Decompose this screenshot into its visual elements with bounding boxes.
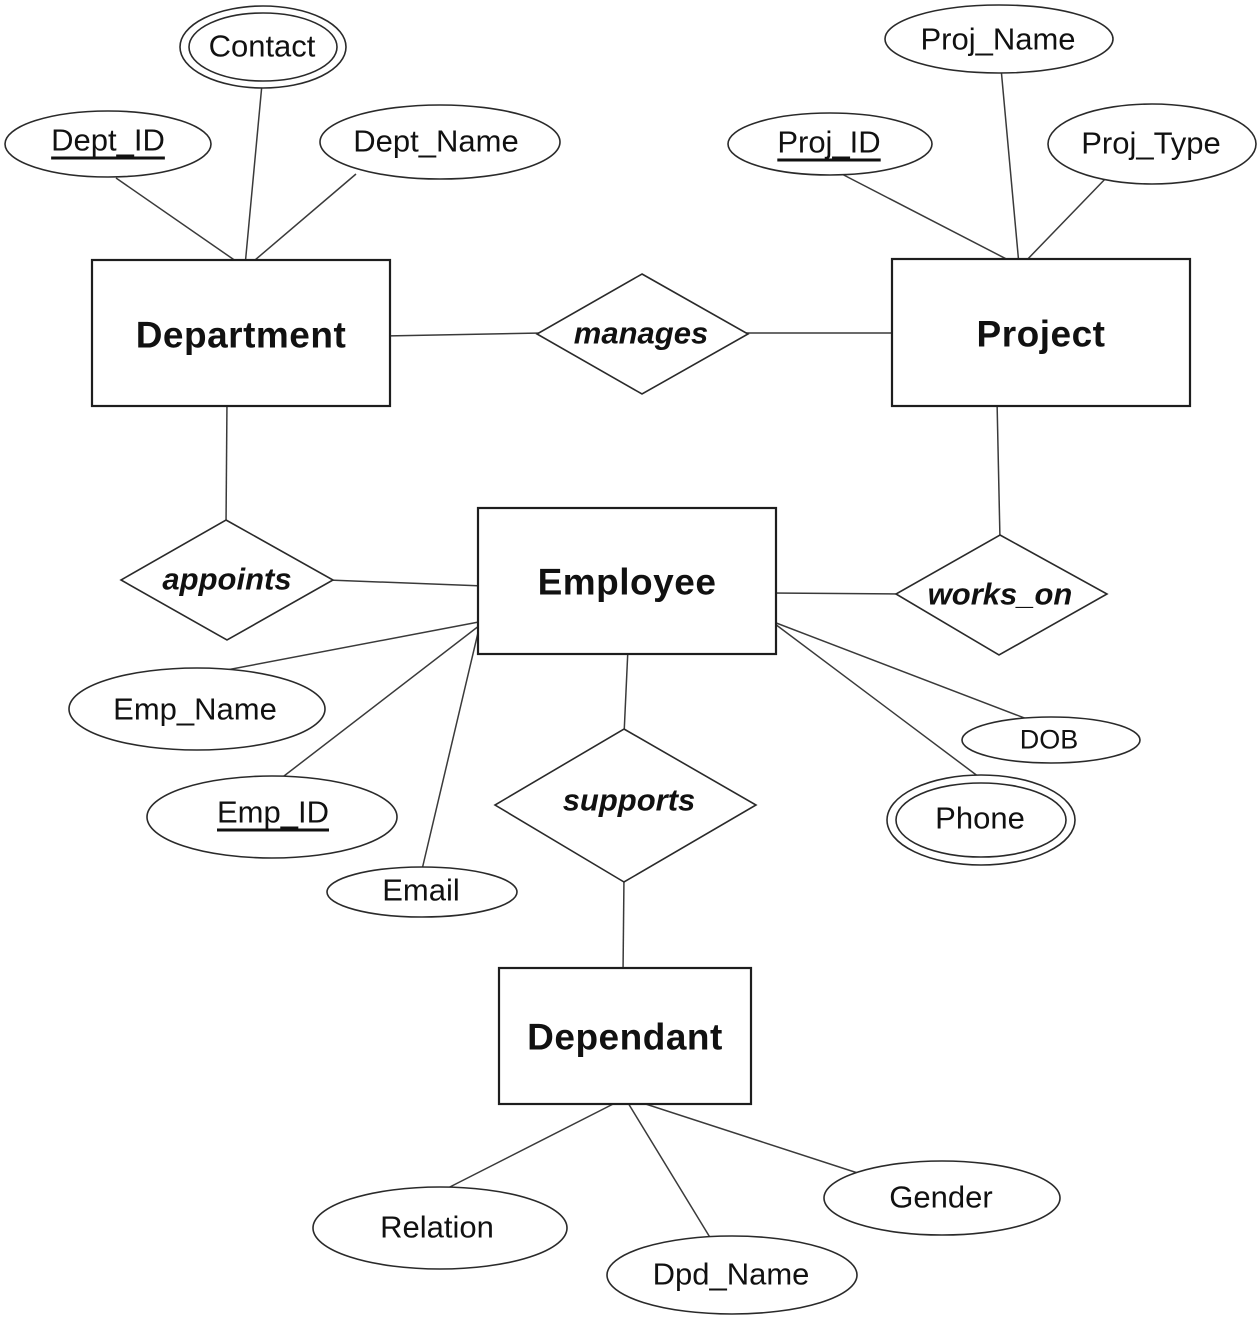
projid-ellipse	[727, 112, 933, 176]
dob-label: DOB	[1019, 724, 1079, 755]
line-projtype-project	[1021, 175, 1109, 266]
dpdname-ellipse	[606, 1235, 858, 1315]
line-employee-workson	[769, 592, 901, 595]
department-label: Department	[135, 314, 347, 356]
dpd-name-label: Dpd_Name	[652, 1256, 810, 1292]
line-contact-department	[244, 83, 263, 267]
line-project-workson	[996, 399, 1001, 541]
department-box	[90, 258, 392, 408]
email-ellipse	[326, 866, 518, 918]
dob-ellipse	[961, 716, 1141, 764]
line-employee-phone	[770, 620, 984, 781]
entity-shapes	[90, 257, 1192, 1106]
line-department-manages	[383, 332, 543, 337]
appoints-label: appoints	[162, 561, 292, 597]
line-dependant-gender	[626, 1097, 871, 1178]
line-deptname-department	[247, 173, 357, 267]
gender-label: Gender	[889, 1179, 993, 1215]
dependant-label: Dependant	[527, 1016, 723, 1058]
deptid-ellipse	[4, 110, 212, 178]
manages-label: manages	[573, 315, 709, 351]
line-appoints-employee	[327, 579, 485, 587]
line-department-appoints	[225, 399, 228, 527]
empname-ellipse	[68, 667, 326, 751]
line-dependant-relation	[437, 1097, 626, 1194]
line-employee-email	[419, 619, 482, 879]
phone-label: Phone	[935, 800, 1025, 836]
manages-diamond	[535, 273, 750, 395]
dept-name-label: Dept_Name	[353, 123, 519, 159]
empid-ellipse	[146, 775, 398, 859]
line-projid-project	[833, 169, 1019, 266]
appoints-diamond	[119, 519, 335, 641]
supports-diamond	[493, 728, 758, 883]
contact-ellipse-inner	[188, 12, 338, 82]
project-box	[890, 257, 1192, 408]
project-label: Project	[976, 313, 1106, 355]
contact-label: Contact	[208, 28, 316, 64]
works-on-label: works_on	[927, 576, 1073, 612]
supports-label: supports	[562, 782, 696, 818]
relationship-shapes	[119, 273, 1109, 883]
gender-ellipse	[823, 1160, 1061, 1236]
deptname-ellipse	[319, 104, 561, 180]
emp-id-label: Emp_ID	[217, 794, 329, 830]
projname-ellipse	[884, 4, 1114, 74]
dependant-box	[497, 966, 753, 1106]
relation-ellipse	[312, 1186, 568, 1270]
email-label: Email	[382, 872, 460, 908]
relation-label: Relation	[380, 1209, 494, 1245]
workson-diamond	[894, 534, 1109, 656]
line-employee-dob	[770, 620, 1049, 728]
line-employee-empname	[215, 620, 485, 673]
employee-label: Employee	[537, 561, 717, 603]
projtype-ellipse	[1047, 103, 1257, 185]
proj-type-label: Proj_Type	[1081, 125, 1221, 161]
proj-name-label: Proj_Name	[920, 21, 1076, 57]
line-deptid-department	[115, 177, 244, 267]
line-dependant-dpdname	[624, 1097, 715, 1245]
dept-id-label: Dept_ID	[51, 122, 165, 158]
employee-box	[476, 506, 778, 656]
line-employee-empid	[270, 621, 485, 787]
line-employee-supports	[623, 647, 629, 736]
emp-name-label: Emp_Name	[113, 691, 277, 727]
proj-id-label: Proj_ID	[777, 124, 881, 160]
line-supports-dependant	[622, 875, 625, 975]
line-projname-project	[1000, 67, 1020, 266]
connector-lines	[115, 67, 1109, 1245]
attribute-shapes	[4, 4, 1257, 1315]
phone-ellipse-inner	[895, 782, 1067, 858]
